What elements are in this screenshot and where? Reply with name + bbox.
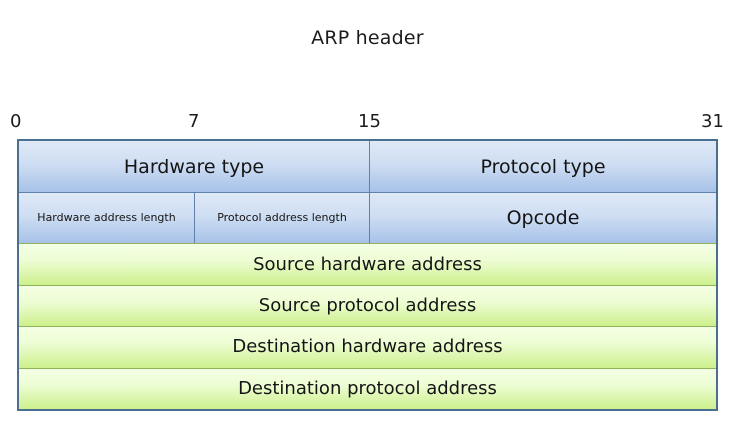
field-destination-protocol-address: Destination protocol address [19, 368, 716, 410]
bit-tick-0: 0 [10, 111, 22, 132]
field-source-protocol-address: Source protocol address [19, 285, 716, 327]
table-row: Hardware address length Protocol address… [19, 192, 716, 244]
field-destination-hardware-address: Destination hardware address [19, 327, 716, 368]
bit-tick-15: 15 [358, 111, 381, 132]
field-hardware-address-length: Hardware address length [19, 193, 194, 244]
field-opcode: Opcode [369, 193, 716, 244]
page-title: ARP header [311, 27, 424, 49]
bit-tick-31: 31 [701, 111, 724, 132]
bit-tick-7: 7 [188, 111, 200, 132]
table-row: Source protocol address [19, 284, 716, 327]
table-row: Destination protocol address [19, 367, 716, 410]
table-row: Destination hardware address [19, 326, 716, 368]
field-hardware-type: Hardware type [19, 141, 369, 193]
field-protocol-address-length: Protocol address length [194, 193, 369, 244]
table-row: Hardware type Protocol type [19, 141, 716, 193]
bit-ruler: 0 7 15 31 [0, 111, 735, 137]
field-protocol-type: Protocol type [369, 141, 716, 193]
field-source-hardware-address: Source hardware address [19, 244, 716, 285]
table-row: Source hardware address [19, 243, 716, 285]
arp-header-table: Hardware type Protocol type Hardware add… [17, 139, 718, 411]
